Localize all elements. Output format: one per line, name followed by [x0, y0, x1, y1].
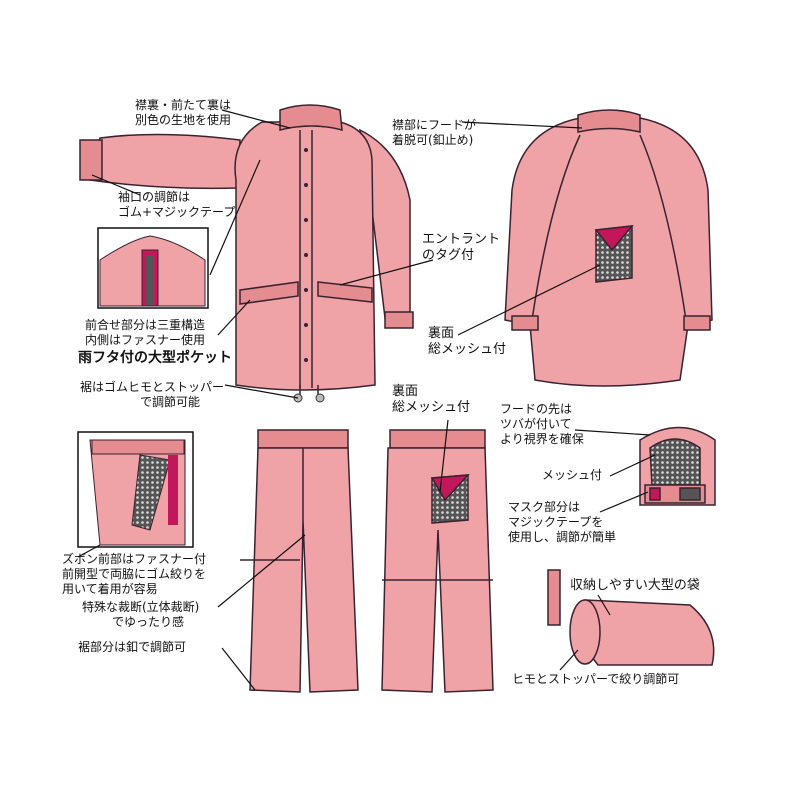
- pants-back: [381, 429, 494, 693]
- label-pants-front: ズボン前部はファスナー付前開型で両脇にゴム絞りを用いて着用が容易: [62, 552, 207, 596]
- label-cord-stopper: ヒモとストッパーで絞り調節可: [512, 672, 680, 686]
- jacket-right-pocket-flap: [317, 281, 373, 303]
- label-mask-part: マスク部分はマジックテープを使用し、調節が簡単: [508, 500, 617, 544]
- label-back-mesh-pants: 裏面総メッシュ付: [392, 384, 471, 415]
- pants-front: [240, 429, 359, 693]
- jacket-left-sleeve: [89, 133, 241, 190]
- label-entrant-tag: エントラントのタグ付: [422, 232, 501, 263]
- label-special-cut: 特殊な裁断(立体裁断)でゆったり感: [82, 600, 200, 629]
- jacket-left-cuff: [79, 139, 103, 181]
- jacket-back-collar: [577, 109, 641, 133]
- storage-bag: [547, 569, 715, 666]
- pants-zip-inset: [77, 431, 194, 548]
- hood: [639, 426, 716, 506]
- collar-detail-inset: [97, 227, 209, 309]
- label-storage-bag: 収納しやすい大型の袋: [570, 578, 700, 593]
- label-mesh-attached: メッシュ付: [542, 468, 603, 482]
- label-hem-adjust: 裾はゴムヒモとストッパーで調節可能: [80, 380, 225, 409]
- jacket-back: [504, 109, 713, 387]
- leader-lines: [77, 109, 656, 691]
- label-back-mesh-jacket: 裏面総メッシュ付: [428, 326, 507, 357]
- jacket-left-pocket-flap: [239, 281, 299, 305]
- jacket-right-cuff: [384, 311, 414, 329]
- jacket-collar: [279, 104, 343, 132]
- label-collar-lining: 襟裏・前たて裏は別色の生地を使用: [135, 98, 232, 127]
- label-cuff-adjust: 袖口の調節はゴム+マジックテープ: [118, 190, 236, 219]
- label-hood-visor: フードの先はツバが付いてより視界を確保: [500, 402, 584, 446]
- label-big-pocket: 雨フタ付の大型ポケット: [78, 350, 232, 366]
- label-hood-detachable: 襟部にフードが着脱可(釦止め): [392, 118, 477, 147]
- label-front-closure: 前合せ部分は三重構造内側はファスナー使用: [85, 318, 206, 347]
- label-pants-hem: 裾部分は釦で調節可: [78, 640, 187, 654]
